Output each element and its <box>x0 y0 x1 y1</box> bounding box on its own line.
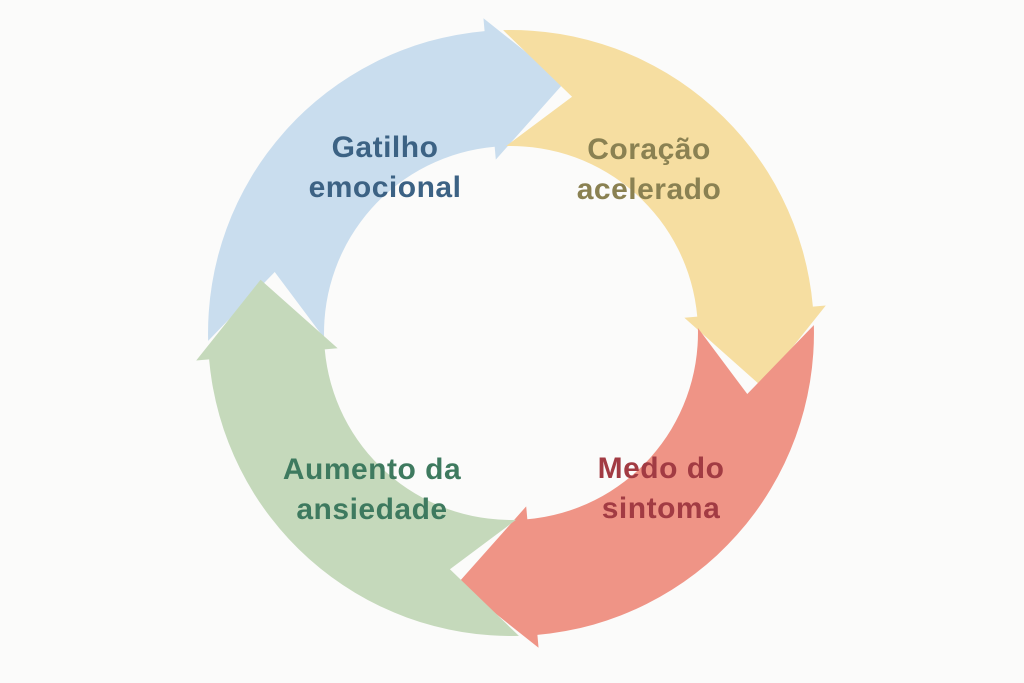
label-line: Aumento da <box>282 453 462 486</box>
label-coracao-acelerado: Coração acelerado <box>577 130 722 210</box>
label-line: Gatilho <box>331 131 439 164</box>
label-line: Medo do <box>597 452 725 485</box>
label-line: sintoma <box>601 492 721 525</box>
label-medo-do-sintoma: Medo do sintoma <box>598 449 725 529</box>
label-line: acelerado <box>576 173 722 206</box>
label-line: ansiedade <box>296 493 448 526</box>
label-line: emocional <box>308 171 462 204</box>
label-line: Coração <box>587 133 711 166</box>
label-aumento-da-ansiedade: Aumento da ansiedade <box>283 450 461 530</box>
label-gatilho-emocional: Gatilho emocional <box>309 128 462 208</box>
